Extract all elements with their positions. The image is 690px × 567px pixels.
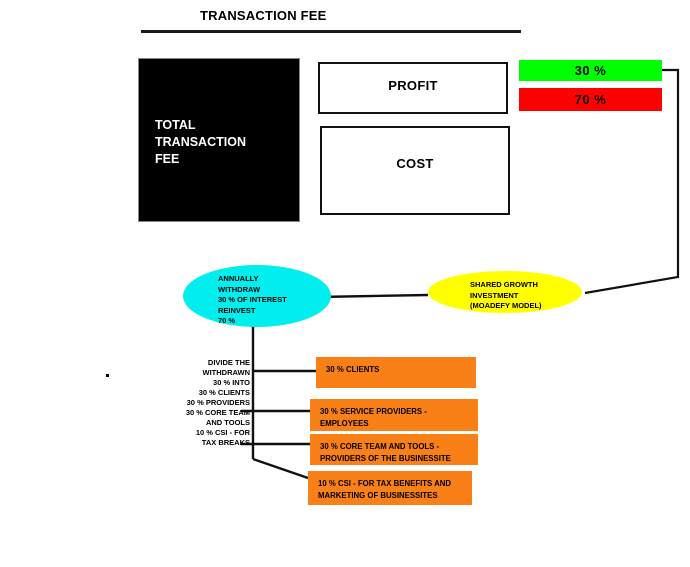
shared-growth-investment-label: SHARED GROWTH INVESTMENT (MOADEFY MODEL)	[470, 280, 542, 310]
allocation-box-csi: 10 % CSI - FOR TAX BENEFITS AND MARKETIN…	[308, 471, 472, 505]
connector-branch-csi	[252, 457, 309, 480]
allocation-box-service-providers: 30 % SERVICE PROVIDERS - EMPLOYEES	[310, 399, 478, 431]
cost-percentage-label: 70 %	[574, 92, 607, 107]
stray-dot-mark	[106, 374, 109, 377]
shared-growth-investment-ellipse: SHARED GROWTH INVESTMENT (MOADEFY MODEL)	[428, 271, 582, 313]
annually-withdraw-ellipse: ANNUALLY WITHDRAW 30 % OF INTEREST REINV…	[183, 265, 331, 327]
cost-label: COST	[396, 156, 434, 171]
divide-instruction-text: DIVIDE THE WITHDRAWN 30 % INTO 30 % CLIE…	[185, 358, 250, 447]
cost-box: COST	[320, 126, 510, 215]
allocation-box-clients: 30 % CLIENTS	[316, 357, 476, 388]
total-transaction-fee-box: TOTAL TRANSACTION FEE	[138, 58, 300, 222]
page-title: TRANSACTION FEE	[200, 8, 327, 23]
allocation-box-core-team: 30 % CORE TEAM AND TOOLS - PROVIDERS OF …	[310, 434, 478, 465]
profit-label: PROFIT	[388, 78, 438, 93]
profit-percentage-bar: 30 %	[519, 60, 662, 81]
profit-box: PROFIT	[318, 62, 508, 114]
cost-percentage-bar: 70 %	[519, 88, 662, 111]
profit-percentage-label: 30 %	[574, 63, 607, 78]
total-transaction-fee-label: TOTAL TRANSACTION FEE	[155, 118, 246, 166]
annually-withdraw-label: ANNUALLY WITHDRAW 30 % OF INTEREST REINV…	[218, 274, 287, 325]
title-divider	[141, 30, 521, 33]
connector-annually-to-shared-growth	[317, 293, 429, 299]
